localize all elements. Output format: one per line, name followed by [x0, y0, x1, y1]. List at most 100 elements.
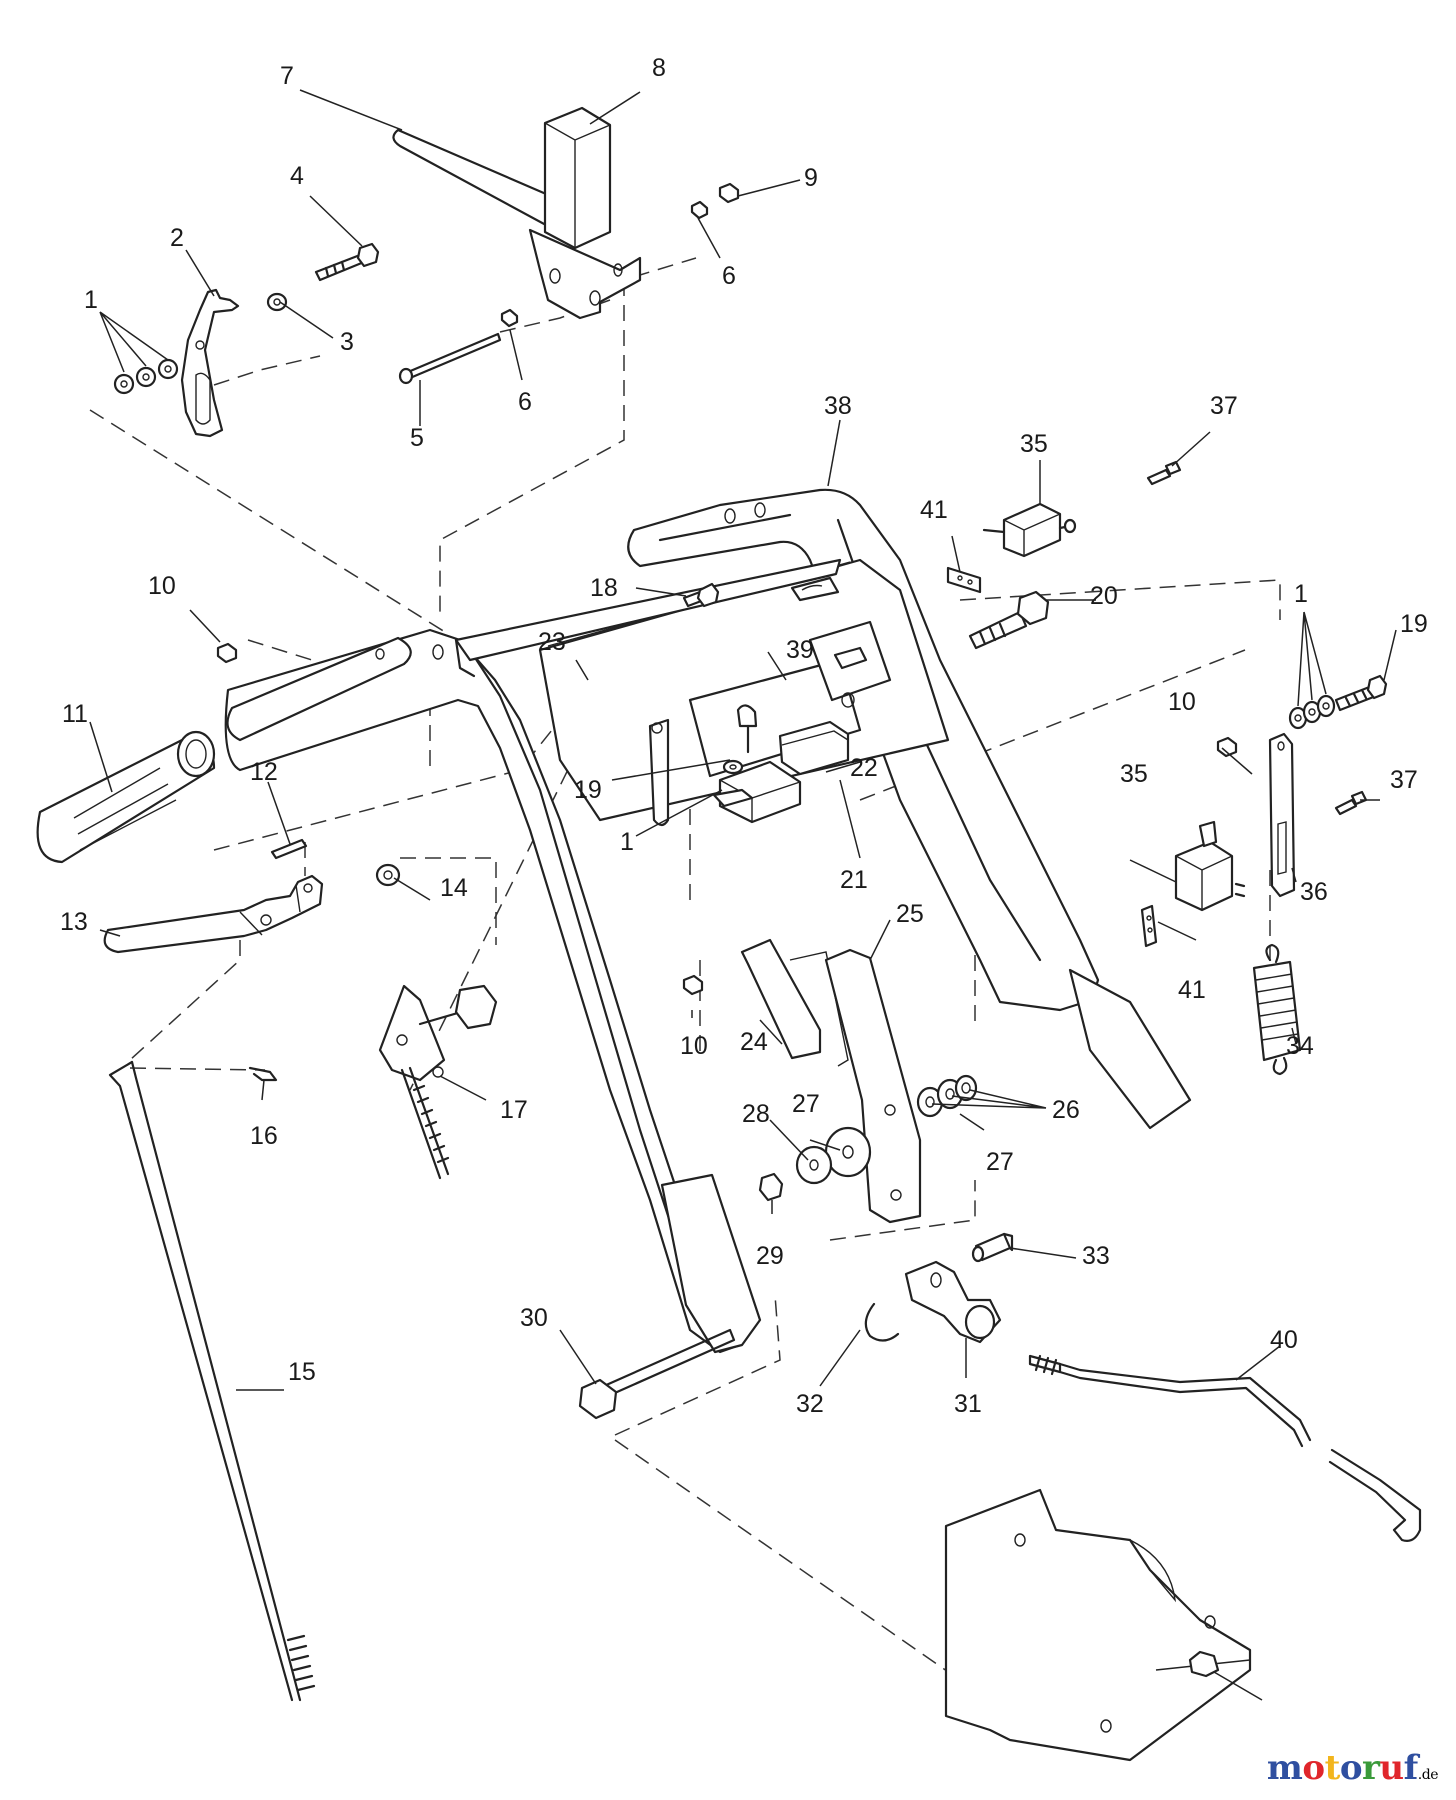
screw-37-lower	[1334, 790, 1368, 816]
callout-41: 41	[920, 496, 948, 524]
lever-13	[103, 874, 324, 954]
callout-6: 6	[518, 388, 532, 416]
callout-24: 24	[740, 1028, 768, 1056]
screw-37-upper	[1146, 460, 1182, 486]
logo-letter: o	[1339, 1748, 1363, 1788]
callout-labels: 1 2 3 4 5 6 6 7 8 9 10 10 10 11 12 13 14…	[60, 54, 1428, 1418]
callout-15: 15	[288, 1358, 316, 1386]
callout-1: 1	[620, 828, 634, 856]
callout-23: 23	[538, 628, 566, 656]
callout-2: 2	[170, 224, 184, 252]
callout-37: 37	[1210, 392, 1238, 420]
callout-16: 16	[250, 1122, 278, 1150]
callout-1: 1	[84, 286, 98, 314]
callout-36: 36	[1300, 878, 1328, 906]
callout-10: 10	[1168, 688, 1196, 716]
callout-29: 29	[756, 1242, 784, 1270]
callout-21: 21	[840, 866, 868, 894]
bolt-20	[968, 590, 1050, 650]
callout-17: 17	[500, 1096, 528, 1124]
callout-19: 19	[574, 776, 602, 804]
callout-7: 7	[280, 62, 294, 90]
washers-1-left	[113, 358, 179, 395]
callout-32: 32	[796, 1390, 824, 1418]
callout-28: 28	[742, 1100, 770, 1128]
callout-9: 9	[804, 164, 818, 192]
switch-bracket-21-22	[712, 704, 850, 824]
callout-6: 6	[722, 262, 736, 290]
switch-35-lower	[1174, 820, 1246, 912]
assembly-dashed-lines	[89, 202, 1281, 1716]
clevis-31	[904, 1260, 1002, 1344]
logo-letter: o	[1302, 1748, 1325, 1788]
callout-38: 38	[824, 392, 852, 420]
callout-37: 37	[1390, 766, 1418, 794]
callout-11: 11	[62, 700, 88, 728]
bolt-4-washer-3	[266, 242, 380, 312]
callout-33: 33	[1082, 1242, 1110, 1270]
callout-31: 31	[954, 1390, 982, 1418]
bolt-19-right	[1334, 674, 1388, 712]
motoruf-logo: motoruf.de	[1266, 1748, 1439, 1788]
bolt-18	[682, 582, 720, 608]
callout-26: 26	[1052, 1096, 1080, 1124]
callout-41: 41	[1178, 976, 1206, 1004]
callout-10: 10	[680, 1032, 708, 1060]
extension-spring-34	[1252, 943, 1302, 1076]
nut-10-right	[1216, 736, 1238, 758]
mounting-bracket-bottom	[944, 1488, 1263, 1762]
hand-grip-11	[36, 730, 216, 864]
bracket-41-upper	[946, 566, 982, 594]
callout-39: 39	[786, 636, 814, 664]
hair-pin-clip-16	[248, 1066, 278, 1082]
callout-27: 27	[792, 1090, 820, 1118]
washers-1-right	[1288, 694, 1336, 730]
callout-18: 18	[590, 574, 618, 602]
logo-suffix: .de	[1417, 1767, 1439, 1783]
callout-14: 14	[440, 874, 468, 902]
rod-15	[108, 1060, 316, 1702]
logo-letter: m	[1266, 1748, 1303, 1788]
callout-35: 35	[1120, 760, 1148, 788]
washer-14	[375, 863, 401, 887]
nut-10-center	[682, 974, 704, 996]
bracket-41-lower	[1140, 904, 1158, 948]
callout-35: 35	[1020, 430, 1048, 458]
bolt-30	[578, 1328, 736, 1420]
logo-letter: f	[1403, 1748, 1419, 1788]
lever-2	[180, 288, 240, 438]
callout-40: 40	[1270, 1326, 1298, 1354]
callout-3: 3	[340, 328, 354, 356]
leader-lines	[89, 89, 1397, 1391]
switch-35-upper	[982, 502, 1077, 558]
nut-9-and-6	[500, 182, 740, 328]
callout-19: 19	[1400, 610, 1428, 638]
clevis-pin-33	[971, 1232, 1014, 1263]
bar-25	[824, 948, 922, 1224]
strap-36	[1268, 732, 1296, 898]
callout-5: 5	[410, 424, 424, 452]
callout-4: 4	[290, 162, 304, 190]
logo-letter: u	[1379, 1748, 1404, 1788]
callout-10: 10	[148, 572, 176, 600]
bolt-5	[398, 332, 502, 385]
handle-bracket-assembly	[392, 106, 642, 320]
callout-13: 13	[60, 908, 88, 936]
callout-27: 27	[986, 1148, 1014, 1176]
nut-10-left	[216, 642, 238, 664]
logo-letter: t	[1324, 1748, 1341, 1788]
washers-26-27-28	[758, 1074, 978, 1202]
link-rod-40	[1028, 1354, 1422, 1542]
callout-1: 1	[1294, 580, 1308, 608]
callout-34: 34	[1286, 1032, 1314, 1060]
throttle-bracket-17	[378, 984, 498, 1180]
callout-30: 30	[520, 1304, 548, 1332]
callout-22: 22	[850, 754, 878, 782]
callout-20: 20	[1090, 582, 1118, 610]
callout-25: 25	[896, 900, 924, 928]
callout-8: 8	[652, 54, 666, 82]
grip-tube-upper	[226, 636, 412, 742]
retaining-ring-32	[864, 1302, 900, 1342]
logo-letter: r	[1362, 1748, 1380, 1788]
